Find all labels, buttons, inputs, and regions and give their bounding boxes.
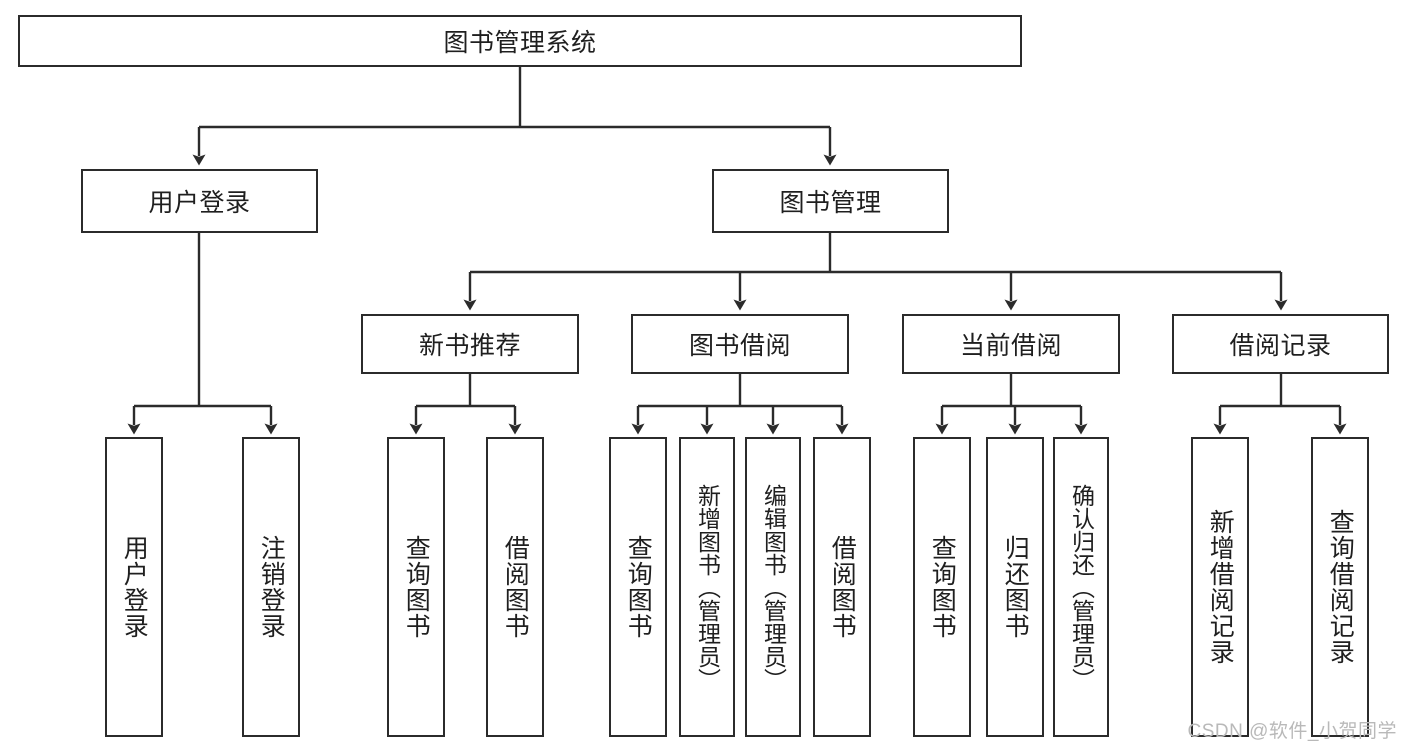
node-label: 图书管理 bbox=[779, 189, 882, 217]
node-label: 查询图书 bbox=[928, 535, 957, 639]
leaf-query-books-current[interactable]: 查询图书 bbox=[913, 437, 971, 737]
leaf-confirm-return-admin[interactable]: 确认归还（管理员） bbox=[1053, 437, 1109, 737]
node-label: 借阅记录 bbox=[1229, 332, 1332, 360]
edge-records-to-leaves bbox=[1213, 374, 1347, 435]
node-label: 图书管理系统 bbox=[443, 29, 597, 57]
node-label: 查询借阅记录 bbox=[1326, 509, 1355, 665]
edge-user-login-to-leaves bbox=[127, 233, 278, 435]
leaf-query-books-borrow[interactable]: 查询图书 bbox=[609, 437, 667, 737]
node-label: 新增借阅记录 bbox=[1206, 509, 1235, 665]
leaf-borrow-books-recommend[interactable]: 借阅图书 bbox=[486, 437, 544, 737]
node-user-login[interactable]: 用户登录 bbox=[81, 169, 318, 233]
node-current-borrow[interactable]: 当前借阅 bbox=[902, 314, 1120, 374]
node-title-box[interactable]: 图书管理系统 bbox=[18, 15, 1022, 67]
edge-new-books-to-leaves bbox=[409, 374, 522, 435]
node-label: 编辑图书（管理员） bbox=[760, 483, 787, 691]
watermark: CSDN @软件_小贺同学 bbox=[1187, 721, 1397, 742]
node-label: 查询图书 bbox=[402, 535, 431, 639]
node-label: 新书推荐 bbox=[418, 332, 521, 360]
leaf-query-books-recommend[interactable]: 查询图书 bbox=[387, 437, 445, 737]
leaf-add-book-admin[interactable]: 新增图书（管理员） bbox=[679, 437, 735, 737]
node-book-borrow[interactable]: 图书借阅 bbox=[631, 314, 849, 374]
edge-current-borrow-to-leaves bbox=[935, 374, 1088, 435]
node-label: 借阅图书 bbox=[501, 535, 530, 639]
leaf-return-books[interactable]: 归还图书 bbox=[986, 437, 1044, 737]
node-borrow-records[interactable]: 借阅记录 bbox=[1172, 314, 1389, 374]
node-new-book-recommend[interactable]: 新书推荐 bbox=[361, 314, 579, 374]
edge-root-to-level2 bbox=[192, 67, 837, 166]
leaf-user-login[interactable]: 用户登录 bbox=[105, 437, 163, 737]
node-label: 图书借阅 bbox=[688, 332, 791, 360]
node-label: 归还图书 bbox=[1001, 535, 1030, 639]
node-label: 用户登录 bbox=[148, 189, 251, 217]
node-label: 注销登录 bbox=[257, 535, 286, 639]
node-label: 新增图书（管理员） bbox=[694, 483, 721, 691]
leaf-logout[interactable]: 注销登录 bbox=[242, 437, 300, 737]
leaf-query-borrow-record[interactable]: 查询借阅记录 bbox=[1311, 437, 1369, 737]
edge-book-mgmt-to-level3 bbox=[463, 233, 1288, 311]
leaf-add-borrow-record[interactable]: 新增借阅记录 bbox=[1191, 437, 1249, 737]
node-label: 查询图书 bbox=[624, 535, 653, 639]
node-label: 用户登录 bbox=[120, 535, 149, 639]
node-label: 借阅图书 bbox=[828, 535, 857, 639]
node-label: 确认归还（管理员） bbox=[1068, 483, 1095, 691]
leaf-edit-book-admin[interactable]: 编辑图书（管理员） bbox=[745, 437, 801, 737]
leaf-borrow-books[interactable]: 借阅图书 bbox=[813, 437, 871, 737]
edge-borrow-to-leaves bbox=[631, 374, 849, 435]
node-label: 当前借阅 bbox=[959, 332, 1062, 360]
node-book-management[interactable]: 图书管理 bbox=[712, 169, 949, 233]
